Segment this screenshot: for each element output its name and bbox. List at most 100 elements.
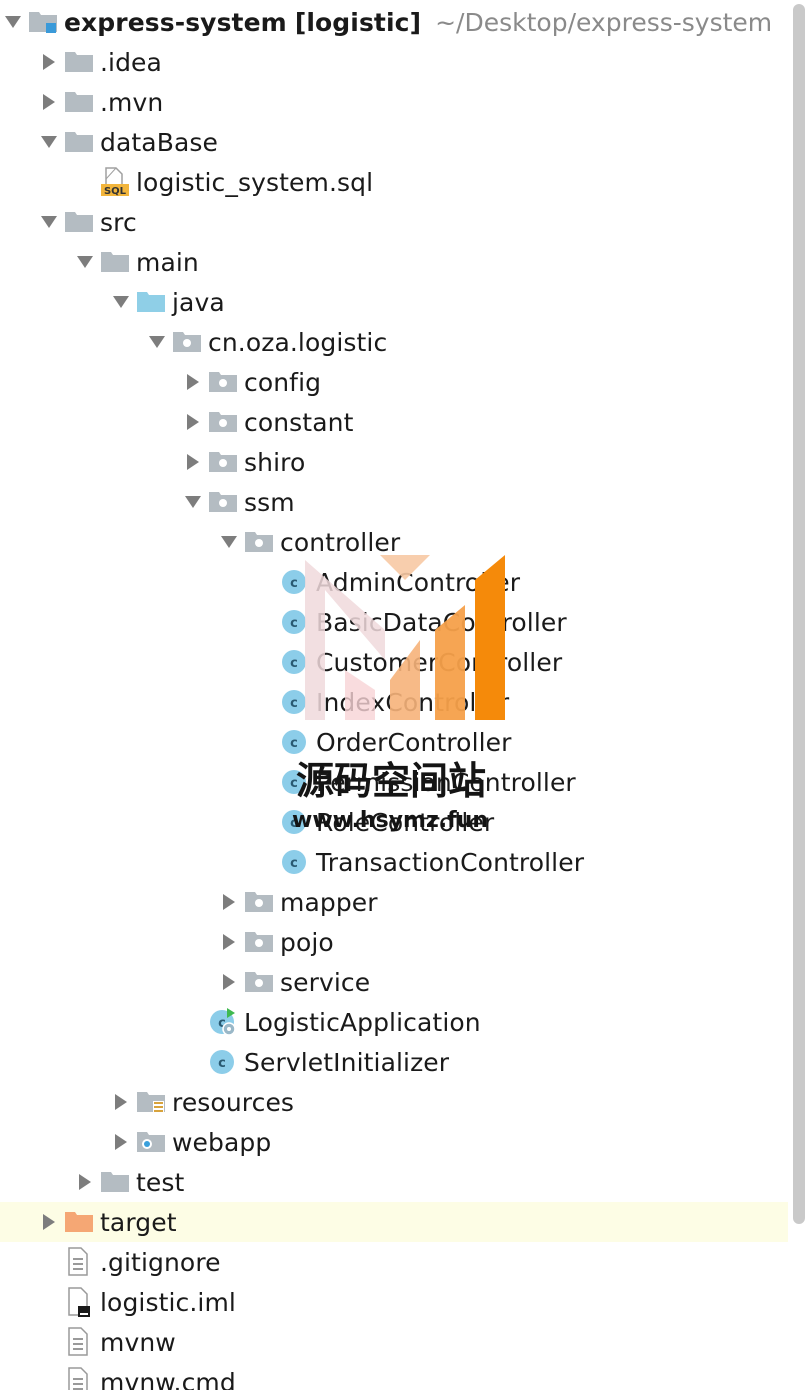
expand-arrow-icon[interactable] bbox=[38, 82, 60, 122]
tree-node-row[interactable]: pojo bbox=[0, 922, 788, 962]
tree-node-row[interactable]: .gitignore bbox=[0, 1242, 788, 1282]
tree-node-label: RoleController bbox=[316, 807, 495, 837]
package-icon bbox=[208, 442, 240, 482]
tree-node-row[interactable]: mvnw bbox=[0, 1322, 788, 1362]
tree-node-label: shiro bbox=[244, 447, 306, 477]
tree-node-label: ssm bbox=[244, 487, 295, 517]
package-icon bbox=[244, 962, 276, 1002]
svg-text:c: c bbox=[290, 616, 298, 631]
tree-node-row[interactable]: .mvn bbox=[0, 82, 788, 122]
tree-node-label: java bbox=[172, 287, 225, 317]
collapse-arrow-icon[interactable] bbox=[38, 122, 60, 162]
collapse-arrow-icon[interactable] bbox=[182, 482, 204, 522]
collapse-arrow-icon[interactable] bbox=[110, 282, 132, 322]
tree-node-row[interactable]: src bbox=[0, 202, 788, 242]
collapse-arrow-icon[interactable] bbox=[146, 322, 168, 362]
tree-node-label: CustomerController bbox=[316, 647, 563, 677]
folder-icon bbox=[100, 242, 132, 282]
class-icon: c bbox=[280, 682, 312, 722]
tree-node-label: mapper bbox=[280, 887, 378, 917]
tree-node-label: src bbox=[100, 207, 137, 237]
tree-node-label: LogisticApplication bbox=[244, 1007, 481, 1037]
expand-arrow-icon[interactable] bbox=[110, 1122, 132, 1162]
package-icon bbox=[208, 362, 240, 402]
folder-icon bbox=[64, 42, 96, 82]
scrollbar-thumb[interactable] bbox=[793, 4, 805, 1224]
expand-arrow-icon[interactable] bbox=[218, 922, 240, 962]
tree-node-row[interactable]: dataBase bbox=[0, 122, 788, 162]
expand-arrow-icon[interactable] bbox=[182, 442, 204, 482]
svg-text:c: c bbox=[290, 776, 298, 791]
svg-text:c: c bbox=[290, 656, 298, 671]
folder-icon bbox=[64, 122, 96, 162]
tree-node-row[interactable]: target bbox=[0, 1202, 788, 1242]
tree-node-label: logistic.iml bbox=[100, 1287, 236, 1317]
tree-node-row[interactable]: resources bbox=[0, 1082, 788, 1122]
tree-node-label: OrderController bbox=[316, 727, 512, 757]
vertical-scrollbar[interactable] bbox=[791, 0, 807, 1390]
tree-node-row[interactable]: shiro bbox=[0, 442, 788, 482]
expand-arrow-icon[interactable] bbox=[218, 882, 240, 922]
expand-arrow-icon[interactable] bbox=[74, 1162, 96, 1202]
text-file-icon bbox=[64, 1362, 96, 1390]
svg-text:c: c bbox=[290, 856, 298, 871]
tree-node-row[interactable]: c PermissionController bbox=[0, 762, 788, 802]
tree-node-row[interactable]: java bbox=[0, 282, 788, 322]
expand-arrow-icon[interactable] bbox=[218, 962, 240, 1002]
tree-node-row[interactable]: express-system[logistic]~/Desktop/expres… bbox=[0, 2, 788, 42]
folder-icon bbox=[100, 1162, 132, 1202]
tree-node-row[interactable]: cn.oza.logistic bbox=[0, 322, 788, 362]
tree-node-row[interactable]: .idea bbox=[0, 42, 788, 82]
expand-arrow-icon[interactable] bbox=[182, 362, 204, 402]
tree-node-row[interactable]: c OrderController bbox=[0, 722, 788, 762]
folder-icon bbox=[64, 202, 96, 242]
expand-arrow-icon[interactable] bbox=[38, 1202, 60, 1242]
tree-node-row[interactable]: c CustomerController bbox=[0, 642, 788, 682]
svg-text:c: c bbox=[290, 576, 298, 591]
web-folder-icon bbox=[136, 1122, 168, 1162]
tree-node-row[interactable]: ssm bbox=[0, 482, 788, 522]
tree-node-row[interactable]: constant bbox=[0, 402, 788, 442]
source-folder-icon bbox=[136, 282, 168, 322]
project-path-label: ~/Desktop/express-system bbox=[435, 7, 773, 37]
tree-node-label: .idea bbox=[100, 47, 162, 77]
tree-node-label: IndexController bbox=[316, 687, 510, 717]
tree-node-row[interactable]: c AdminController bbox=[0, 562, 788, 602]
svg-text:SQL: SQL bbox=[104, 186, 127, 197]
module-folder-icon bbox=[28, 2, 60, 42]
svg-text:c: c bbox=[290, 736, 298, 751]
tree-node-label: mvnw.cmd bbox=[100, 1367, 236, 1390]
expand-arrow-icon[interactable] bbox=[182, 402, 204, 442]
tree-node-row[interactable]: config bbox=[0, 362, 788, 402]
collapse-arrow-icon[interactable] bbox=[2, 2, 24, 42]
collapse-arrow-icon[interactable] bbox=[218, 522, 240, 562]
project-tree[interactable]: express-system[logistic]~/Desktop/expres… bbox=[0, 0, 788, 1390]
tree-node-label: logistic_system.sql bbox=[136, 167, 374, 197]
expand-arrow-icon[interactable] bbox=[110, 1082, 132, 1122]
tree-node-label: webapp bbox=[172, 1127, 272, 1157]
tree-node-row[interactable]: webapp bbox=[0, 1122, 788, 1162]
tree-node-row[interactable]: controller bbox=[0, 522, 788, 562]
tree-node-label: PermissionController bbox=[316, 767, 576, 797]
tree-node-label: AdminController bbox=[316, 567, 521, 597]
tree-node-row[interactable]: logistic.iml bbox=[0, 1282, 788, 1322]
tree-node-row[interactable]: main bbox=[0, 242, 788, 282]
tree-node-label: mvnw bbox=[100, 1327, 176, 1357]
collapse-arrow-icon[interactable] bbox=[38, 202, 60, 242]
tree-node-row[interactable]: mvnw.cmd bbox=[0, 1362, 788, 1390]
tree-node-row[interactable]: mapper bbox=[0, 882, 788, 922]
package-icon bbox=[244, 922, 276, 962]
expand-arrow-icon[interactable] bbox=[38, 42, 60, 82]
tree-node-row[interactable]: test bbox=[0, 1162, 788, 1202]
tree-node-row[interactable]: service bbox=[0, 962, 788, 1002]
collapse-arrow-icon[interactable] bbox=[74, 242, 96, 282]
tree-node-label: test bbox=[136, 1167, 185, 1197]
tree-node-row[interactable]: SQL logistic_system.sql bbox=[0, 162, 788, 202]
folder-icon bbox=[64, 82, 96, 122]
